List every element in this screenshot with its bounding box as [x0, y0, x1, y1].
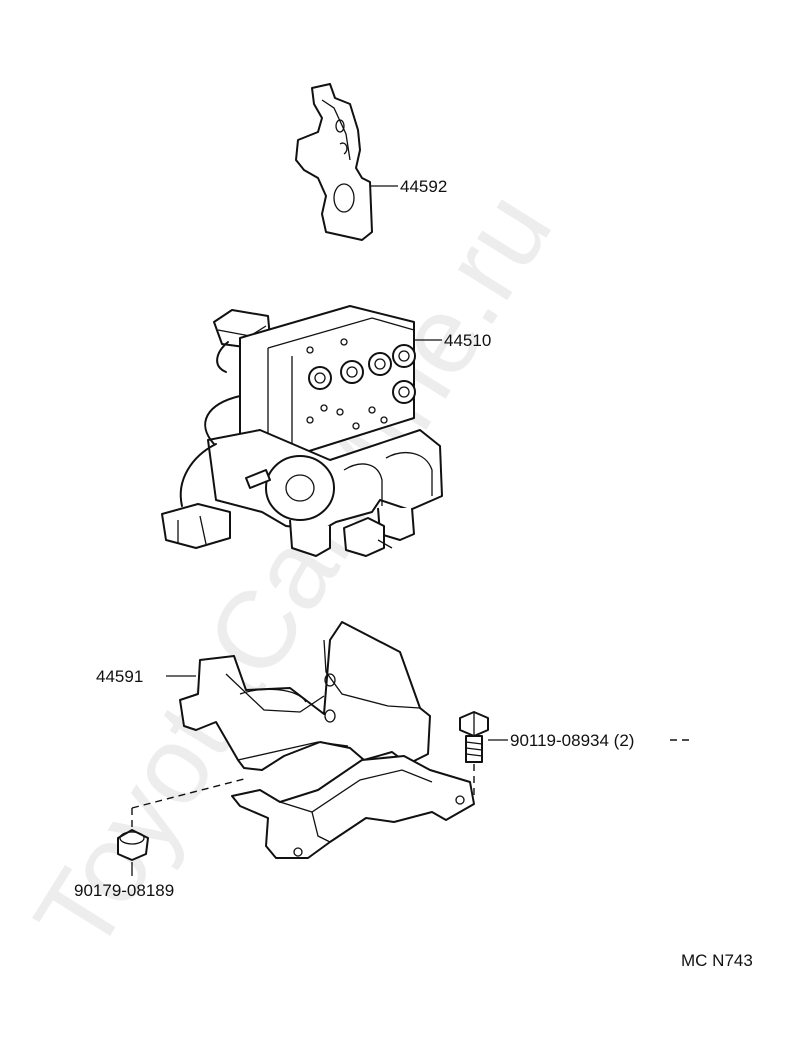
cushion-drawing [117, 777, 249, 876]
diagram-code: MC N743 [681, 951, 753, 970]
bracket-44592-drawing [295, 83, 398, 241]
bolt-drawing [459, 711, 690, 800]
label-44510: 44510 [444, 331, 491, 350]
label-44592: 44592 [400, 177, 447, 196]
actuator-44510-drawing [161, 305, 443, 557]
bracket-44591-drawing [166, 621, 475, 859]
label-90119-08934: 90119-08934 (2) [510, 731, 634, 750]
label-90179-08189: 90179-08189 [74, 881, 174, 900]
label-44591: 44591 [96, 667, 143, 686]
